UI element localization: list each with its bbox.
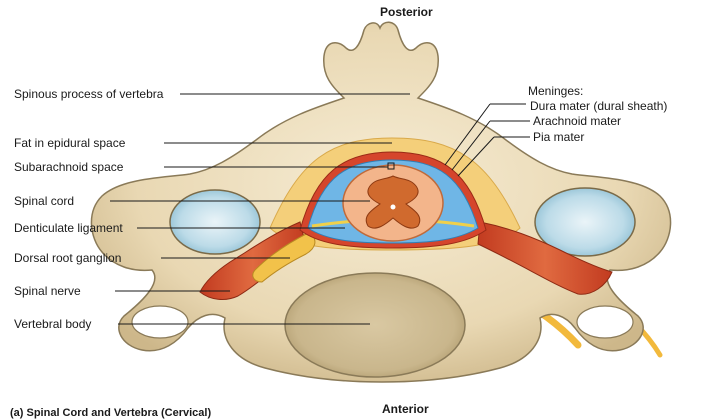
label-spinous-process: Spinous process of vertebra	[14, 87, 164, 101]
meninges-heading: Meninges:	[528, 84, 584, 98]
posterior-label: Posterior	[380, 5, 433, 19]
label-vertebral-body: Vertebral body	[14, 317, 92, 331]
label-pia-mater: Pia mater	[533, 130, 585, 144]
leader-lines	[110, 93, 530, 325]
label-arachnoid-mater: Arachnoid mater	[533, 114, 622, 128]
right-transverse-foramen	[576, 305, 634, 339]
anterior-label: Anterior	[382, 402, 429, 416]
left-transverse-foramen	[131, 305, 189, 339]
grey-matter	[365, 175, 421, 229]
label-dorsal-root-ganglion: Dorsal root ganglion	[14, 251, 122, 265]
label-epidural-fat: Fat in epidural space	[14, 136, 126, 150]
label-denticulate-ligament: Denticulate ligament	[14, 221, 123, 235]
dorsal-root-ganglion	[252, 231, 316, 283]
left-articular-facet	[169, 189, 261, 255]
label-spinal-cord: Spinal cord	[14, 194, 75, 208]
central-canal	[390, 204, 396, 210]
subarachnoid-marker	[387, 162, 395, 170]
label-dura-mater: Dura mater (dural sheath)	[530, 99, 668, 113]
label-spinal-nerve: Spinal nerve	[14, 284, 81, 298]
figure-caption: (a) Spinal Cord and Vertebra (Cervical)	[10, 407, 212, 419]
label-subarachnoid-space: Subarachnoid space	[14, 160, 124, 174]
vertebral-body	[284, 272, 466, 378]
right-articular-facet	[534, 187, 636, 257]
right-spinal-nerve	[477, 221, 613, 295]
